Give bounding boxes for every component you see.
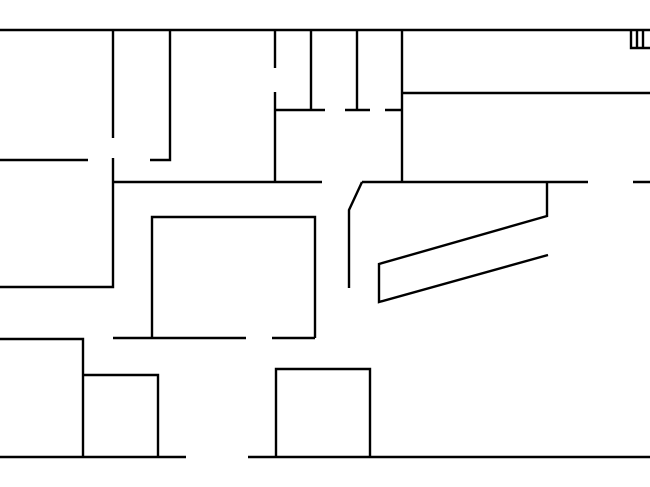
- walls-group: [0, 28, 650, 459]
- central-room: [150, 215, 317, 338]
- corner-mark-1: [629, 30, 650, 50]
- angled-counter: [377, 182, 549, 304]
- left-room-right-wall: [0, 158, 115, 289]
- bottom-left-small-room: [83, 373, 160, 457]
- bottom-middle-room: [274, 367, 372, 457]
- angled-wall: [347, 181, 364, 288]
- bottom-left-room-top: [0, 337, 85, 457]
- top-left-closet-wall: [150, 30, 172, 162]
